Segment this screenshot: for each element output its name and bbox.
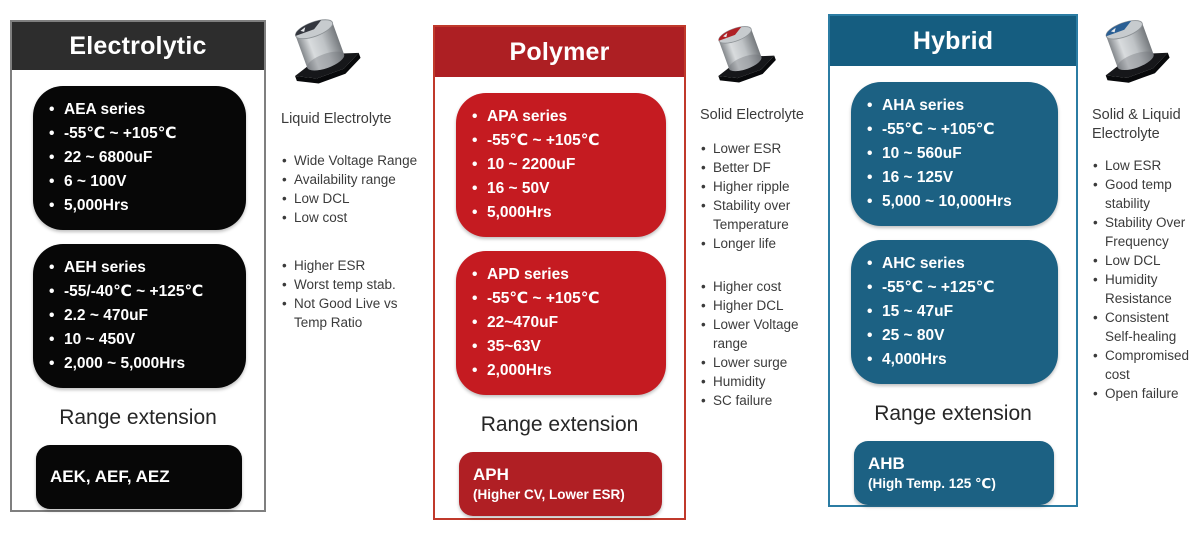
spec-line: 10 ~ 560uF	[867, 142, 1052, 166]
panel-title: Electrolytic	[69, 31, 207, 60]
note-item: Consistent Self-healing	[1092, 308, 1200, 346]
range-extension-label: Range extension	[59, 406, 217, 429]
bottom-card-subtitle: (High Temp. 125 ℃)	[868, 476, 996, 491]
spec-line: AEH series	[49, 256, 240, 280]
spec-line: APD series	[472, 263, 660, 287]
spec-line: AHA series	[867, 94, 1052, 118]
spec-line: 2.2 ~ 470uF	[49, 304, 240, 328]
note-item: Better DF	[700, 158, 824, 177]
note-item: Higher cost	[700, 277, 824, 296]
bottom-card-title: AEK, AEF, AEZ	[50, 467, 170, 486]
spec-line: 2,000Hrs	[472, 359, 660, 383]
series-card-apa: APA series -55℃ ~ +105℃ 10 ~ 2200uF 16 ~…	[456, 93, 666, 237]
spec-line: 6 ~ 100V	[49, 170, 240, 194]
spec-line: 5,000 ~ 10,000Hrs	[867, 190, 1052, 214]
note-item: Availability range	[281, 170, 429, 189]
panel-electrolytic: Electrolytic AEA series -55℃ ~ +105℃ 22 …	[10, 20, 266, 512]
spec-line: -55℃ ~ +125℃	[867, 276, 1052, 300]
pros-list: Lower ESR Better DF Higher ripple Stabil…	[700, 139, 824, 253]
note-item: Good temp stability	[1092, 175, 1200, 213]
panel-title: Hybrid	[912, 26, 994, 55]
spec-line: -55/-40℃ ~ +125℃	[49, 280, 240, 304]
note-item: SC failure	[700, 391, 824, 410]
notes-polymer: Solid Electrolyte Lower ESR Better DF Hi…	[700, 14, 824, 410]
capacitor-icon	[1092, 11, 1172, 90]
note-item: Humidity Resistance	[1092, 270, 1200, 308]
panel-hybrid: Hybrid AHA series -55℃ ~ +105℃ 10 ~ 560u…	[828, 14, 1078, 507]
range-extension-label: Range extension	[874, 402, 1032, 425]
note-item: Compromised cost	[1092, 346, 1200, 384]
panel-polymer: Polymer APA series -55℃ ~ +105℃ 10 ~ 220…	[433, 25, 686, 520]
note-item: Lower surge	[700, 353, 824, 372]
note-item: Humidity	[700, 372, 824, 391]
series-card-aeh: AEH series -55/-40℃ ~ +125℃ 2.2 ~ 470uF …	[33, 244, 246, 388]
note-item: Lower ESR	[700, 139, 824, 158]
electrolyte-type-label: Liquid Electrolyte	[281, 111, 392, 127]
note-item: Lower Voltage range	[700, 315, 824, 353]
capacitor-icon	[706, 18, 778, 89]
note-item: Longer life	[700, 234, 824, 253]
note-item: Stability Over Frequency	[1092, 213, 1200, 251]
range-card-aek-aef-aez: AEK, AEF, AEZ	[36, 445, 242, 509]
spec-line: APA series	[472, 105, 660, 129]
range-extension-label: Range extension	[480, 413, 639, 436]
panel-title: Polymer	[509, 37, 610, 66]
note-item: Low cost	[281, 208, 429, 227]
spec-line: 22~470uF	[472, 311, 660, 335]
bottom-card-subtitle: (Higher CV, Lower ESR)	[473, 487, 625, 502]
spec-line: 5,000Hrs	[472, 201, 660, 225]
panel-header-polymer: Polymer	[435, 27, 684, 77]
spec-line: AEA series	[49, 98, 240, 122]
note-item: Low ESR	[1092, 156, 1200, 175]
note-item: Higher ripple	[700, 177, 824, 196]
series-card-apd: APD series -55℃ ~ +105℃ 22~470uF 35~63V …	[456, 251, 666, 395]
spec-line: -55℃ ~ +105℃	[867, 118, 1052, 142]
range-card-aph: APH (Higher CV, Lower ESR)	[459, 452, 662, 516]
spec-line: 10 ~ 450V	[49, 328, 240, 352]
spec-line: 5,000Hrs	[49, 194, 240, 218]
spec-line: 15 ~ 47uF	[867, 300, 1052, 324]
note-item: Higher DCL	[700, 296, 824, 315]
spec-line: 35~63V	[472, 335, 660, 359]
series-card-aea: AEA series -55℃ ~ +105℃ 22 ~ 6800uF 6 ~ …	[33, 86, 246, 230]
electrolyte-type-label: Solid & Liquid Electrolyte	[1092, 107, 1181, 142]
electrolyte-type-label: Solid Electrolyte	[700, 107, 804, 123]
spec-line: 25 ~ 80V	[867, 324, 1052, 348]
series-card-ahc: AHC series -55℃ ~ +125℃ 15 ~ 47uF 25 ~ 8…	[851, 240, 1058, 384]
note-item: Worst temp stab.	[281, 275, 429, 294]
spec-line: 10 ~ 2200uF	[472, 153, 660, 177]
spec-line: -55℃ ~ +105℃	[472, 287, 660, 311]
spec-line: 4,000Hrs	[867, 348, 1052, 372]
range-card-ahb: AHB (High Temp. 125 ℃)	[854, 441, 1054, 505]
series-card-aha: AHA series -55℃ ~ +105℃ 10 ~ 560uF 16 ~ …	[851, 82, 1058, 226]
spec-line: 2,000 ~ 5,000Hrs	[49, 352, 240, 376]
spec-line: 16 ~ 50V	[472, 177, 660, 201]
note-item: Not Good Live vs Temp Ratio	[281, 294, 429, 332]
panel-header-electrolytic: Electrolytic	[12, 22, 264, 70]
note-item: Low DCL	[1092, 251, 1200, 270]
spec-line: -55℃ ~ +105℃	[472, 129, 660, 153]
bottom-card-title: AHB	[868, 454, 905, 473]
spec-line: 16 ~ 125V	[867, 166, 1052, 190]
note-item: Open failure	[1092, 384, 1200, 403]
pros-list: Low ESR Good temp stability Stability Ov…	[1092, 156, 1200, 403]
note-item: Higher ESR	[281, 256, 429, 275]
notes-electrolytic: Liquid Electrolyte Wide Voltage Range Av…	[281, 6, 429, 332]
panel-header-hybrid: Hybrid	[830, 16, 1076, 66]
spec-line: 22 ~ 6800uF	[49, 146, 240, 170]
capacitor-icon	[281, 10, 363, 91]
note-item: Wide Voltage Range	[281, 151, 429, 170]
bottom-card-title: APH	[473, 465, 509, 484]
cons-list: Higher ESR Worst temp stab. Not Good Liv…	[281, 256, 429, 332]
pros-list: Wide Voltage Range Availability range Lo…	[281, 151, 429, 227]
note-item: Stability over Temperature	[700, 196, 824, 234]
cons-list: Higher cost Higher DCL Lower Voltage ran…	[700, 277, 824, 410]
spec-line: -55℃ ~ +105℃	[49, 122, 240, 146]
notes-hybrid: Solid & Liquid Electrolyte Low ESR Good …	[1092, 8, 1200, 403]
spec-line: AHC series	[867, 252, 1052, 276]
note-item: Low DCL	[281, 189, 429, 208]
